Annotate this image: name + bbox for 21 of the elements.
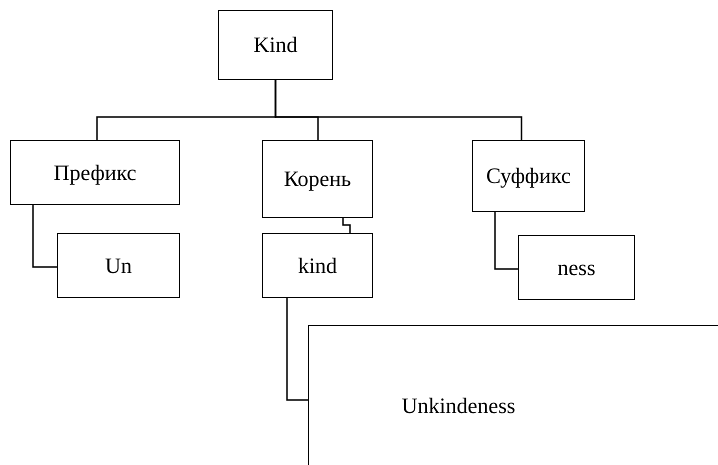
connector-line (286, 298, 308, 401)
morpheme-box (262, 233, 373, 298)
morpheme-label: Un (105, 252, 132, 278)
morpheme-label: kind (298, 252, 338, 278)
morpheme-label: Unkindeness (402, 392, 516, 418)
connector-line (494, 212, 518, 270)
morpheme-label: Корень (284, 166, 352, 192)
morpheme-box (218, 10, 333, 80)
morpheme-box (57, 233, 180, 298)
morpheme-box (472, 140, 585, 212)
morpheme-label: ness (558, 254, 596, 280)
connector-line (342, 218, 351, 233)
morpheme-label: Kind (254, 32, 298, 58)
morpheme-label: Суффикс (486, 163, 571, 189)
connector-line (274, 80, 522, 140)
morpheme-box (10, 140, 180, 205)
connector-line (32, 205, 57, 268)
morpheme-box (518, 235, 635, 300)
morpheme-label: Префикс (54, 160, 136, 186)
morpheme-box (308, 325, 718, 465)
morpheme-box (262, 140, 373, 218)
